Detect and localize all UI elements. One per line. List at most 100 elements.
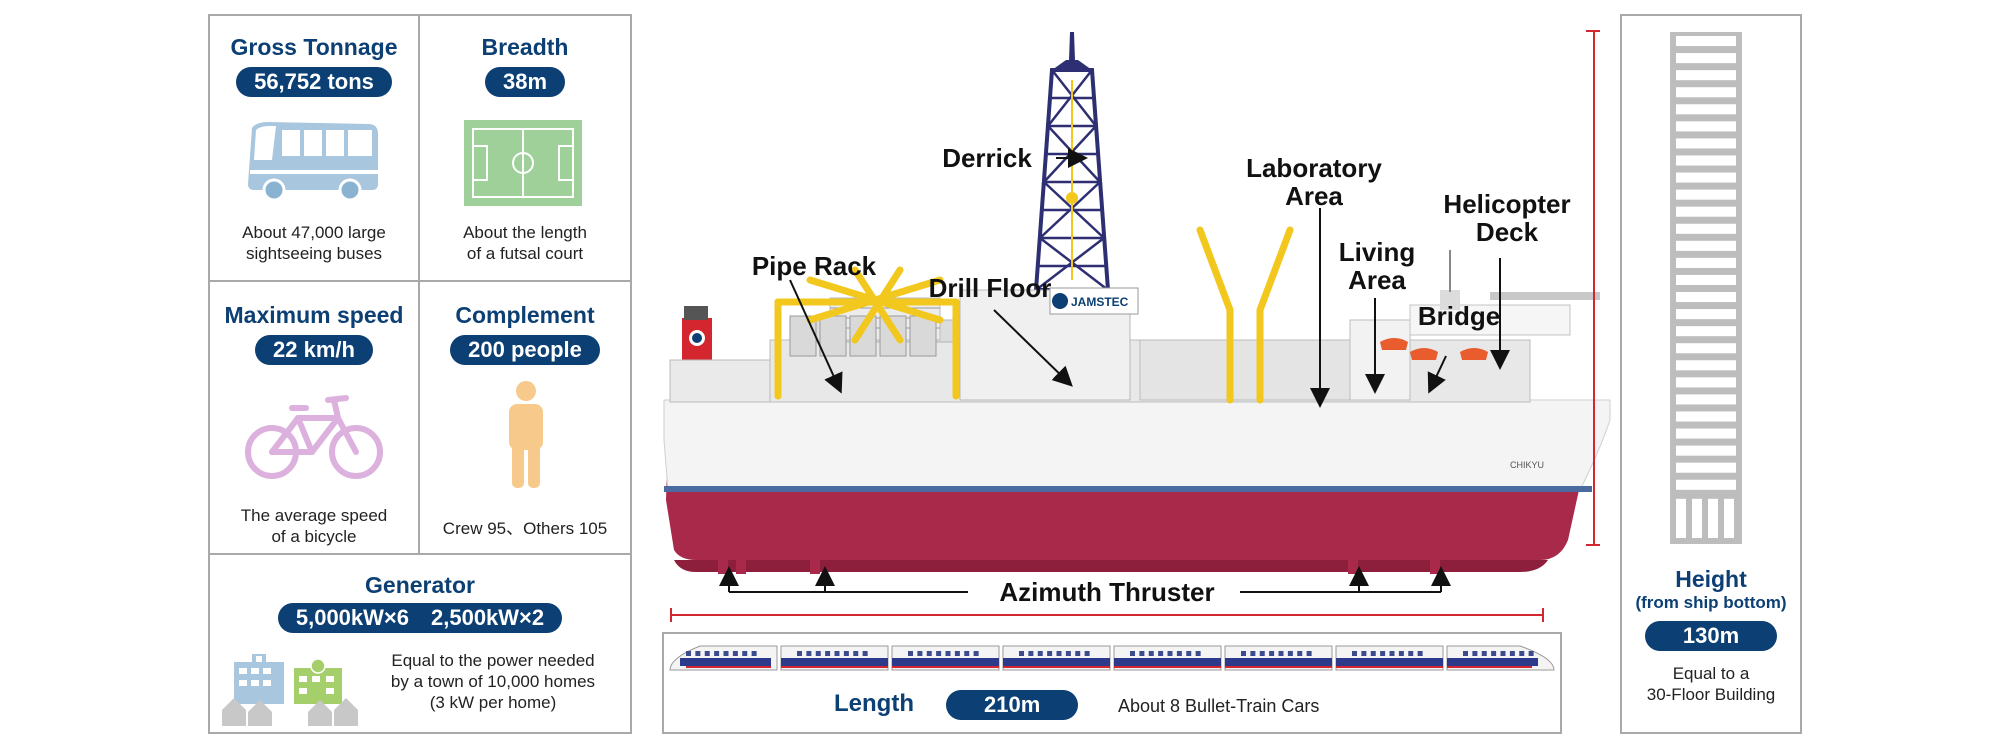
height-heading: Height (from ship bottom) 130m Equal to … <box>1622 566 1800 705</box>
pill-text: 210m <box>946 690 1079 720</box>
train-car <box>1446 645 1555 671</box>
train-car <box>780 645 889 671</box>
stat-title: Maximum speed <box>224 302 404 328</box>
desc-line: About the length <box>463 223 587 242</box>
label-line: Area <box>1348 265 1406 295</box>
building-floor <box>1676 257 1736 268</box>
label-living-area: Living Area <box>1322 238 1432 294</box>
building-floor <box>1676 87 1736 98</box>
length-measure-line <box>670 614 1544 616</box>
building-floor <box>1676 292 1736 303</box>
building-floor <box>1676 394 1736 405</box>
building-floor <box>1676 445 1736 456</box>
stat-desc: The average speed of a bicycle <box>210 505 418 547</box>
building-floor <box>1676 462 1736 473</box>
height-value-pill: 130m <box>1644 621 1778 651</box>
bridge-arrow <box>1427 355 1447 394</box>
building-floor <box>1676 53 1736 64</box>
height-measure-tick-bottom <box>1586 544 1600 546</box>
desc-line: of a futsal court <box>466 244 584 263</box>
stats-divider-vertical <box>418 14 420 554</box>
label-bridge: Bridge <box>1417 301 1501 331</box>
height-title: Height <box>1675 566 1747 592</box>
length-measure-tick-right <box>1542 608 1544 622</box>
label-line: Helicopter <box>1443 189 1571 219</box>
length-title: Length <box>834 690 914 717</box>
label-laboratory-area: Laboratory Area <box>1224 154 1404 210</box>
desc-line: by a town of 10,000 homes <box>390 672 596 691</box>
desc-line: of a bicycle <box>271 527 357 546</box>
bus-icon <box>248 122 378 202</box>
desc-line: Equal to the power needed <box>391 651 595 670</box>
building-floor <box>1676 155 1736 166</box>
building-floor <box>1676 343 1736 354</box>
building-floor <box>1676 70 1736 81</box>
desc-line: 30-Floor Building <box>1646 685 1776 704</box>
stat-max-speed: Maximum speed 22 km/h <box>210 302 418 365</box>
building-floor <box>1676 411 1736 422</box>
building-floor <box>1676 172 1736 183</box>
stat-value-pill: 38m <box>484 67 566 97</box>
building-floor <box>1676 104 1736 115</box>
building-floor <box>1676 36 1736 47</box>
stat-title: Gross Tonnage <box>230 34 398 60</box>
building-floor <box>1676 189 1736 200</box>
stats-divider-row2 <box>208 553 632 555</box>
pipe-cranes <box>774 226 1294 404</box>
height-desc: Equal to a 30-Floor Building <box>1622 663 1800 705</box>
label-line: Living <box>1338 237 1416 267</box>
label-derrick: Derrick <box>942 143 1032 173</box>
height-measure-tick-top <box>1586 30 1600 32</box>
bullet-train-row <box>669 645 1555 671</box>
drill-floor-arrow <box>993 309 1073 387</box>
building-floor <box>1676 428 1736 439</box>
desc-line: The average speed <box>240 506 388 525</box>
stat-value-pill: 200 people <box>450 335 600 365</box>
bicycle-icon <box>245 395 383 479</box>
building-floor <box>1676 223 1736 234</box>
ship-hull: CHIKYU <box>663 399 1611 572</box>
building-floor <box>1676 360 1736 371</box>
train-car <box>1335 645 1444 671</box>
stat-gross-tonnage: Gross Tonnage 56,752 tons <box>210 34 418 97</box>
stat-breadth: Breadth 38m <box>420 34 630 97</box>
building-floor <box>1676 326 1736 337</box>
building-lobby-window <box>1692 498 1702 538</box>
train-car <box>1224 645 1333 671</box>
height-measure-line <box>1593 30 1595 546</box>
label-drill-floor: Drill Floor <box>928 273 1052 303</box>
building-lobby-window <box>1708 498 1718 538</box>
label-line: Area <box>1285 181 1343 211</box>
label-pipe-rack: Pipe Rack <box>751 251 877 281</box>
building-floor <box>1676 240 1736 251</box>
building-floor <box>1676 121 1736 132</box>
building-floor <box>1676 274 1736 285</box>
label-line: Deck <box>1475 217 1539 247</box>
building-floor <box>1676 377 1736 388</box>
train-car <box>1113 645 1222 671</box>
building-floor <box>1676 309 1736 320</box>
town-buildings-icon <box>222 654 358 726</box>
hull-name: CHIKYU <box>1510 460 1544 470</box>
building-floor <box>1676 479 1736 490</box>
height-subtitle: (from ship bottom) <box>1635 593 1787 612</box>
stat-title: Generator <box>365 572 475 598</box>
building-lobby-window <box>1676 498 1686 538</box>
train-car <box>669 645 778 671</box>
jamstec-logo: JAMSTEC <box>1071 295 1129 309</box>
desc-line: sightseeing buses <box>245 244 383 263</box>
building-floor <box>1676 138 1736 149</box>
stats-divider-row1 <box>208 280 632 282</box>
building-body <box>1670 32 1742 544</box>
train-car <box>1002 645 1111 671</box>
stat-complement: Complement 200 people <box>420 302 630 365</box>
stat-title: Complement <box>455 302 595 328</box>
length-desc: About 8 Bullet-Train Cars <box>1118 696 1320 716</box>
stat-title: Breadth <box>481 34 569 60</box>
stat-value-pill: 22 km/h <box>255 335 373 365</box>
building-lobby-window <box>1724 498 1734 538</box>
stat-desc: About 47,000 large sightseeing buses <box>210 222 418 264</box>
ship-illustration: CHIKYU JAMSTEC <box>663 32 1611 574</box>
stat-generator: Generator 5,000kW×6 2,500kW×2 <box>210 572 630 633</box>
futsal-court-icon <box>464 120 582 206</box>
